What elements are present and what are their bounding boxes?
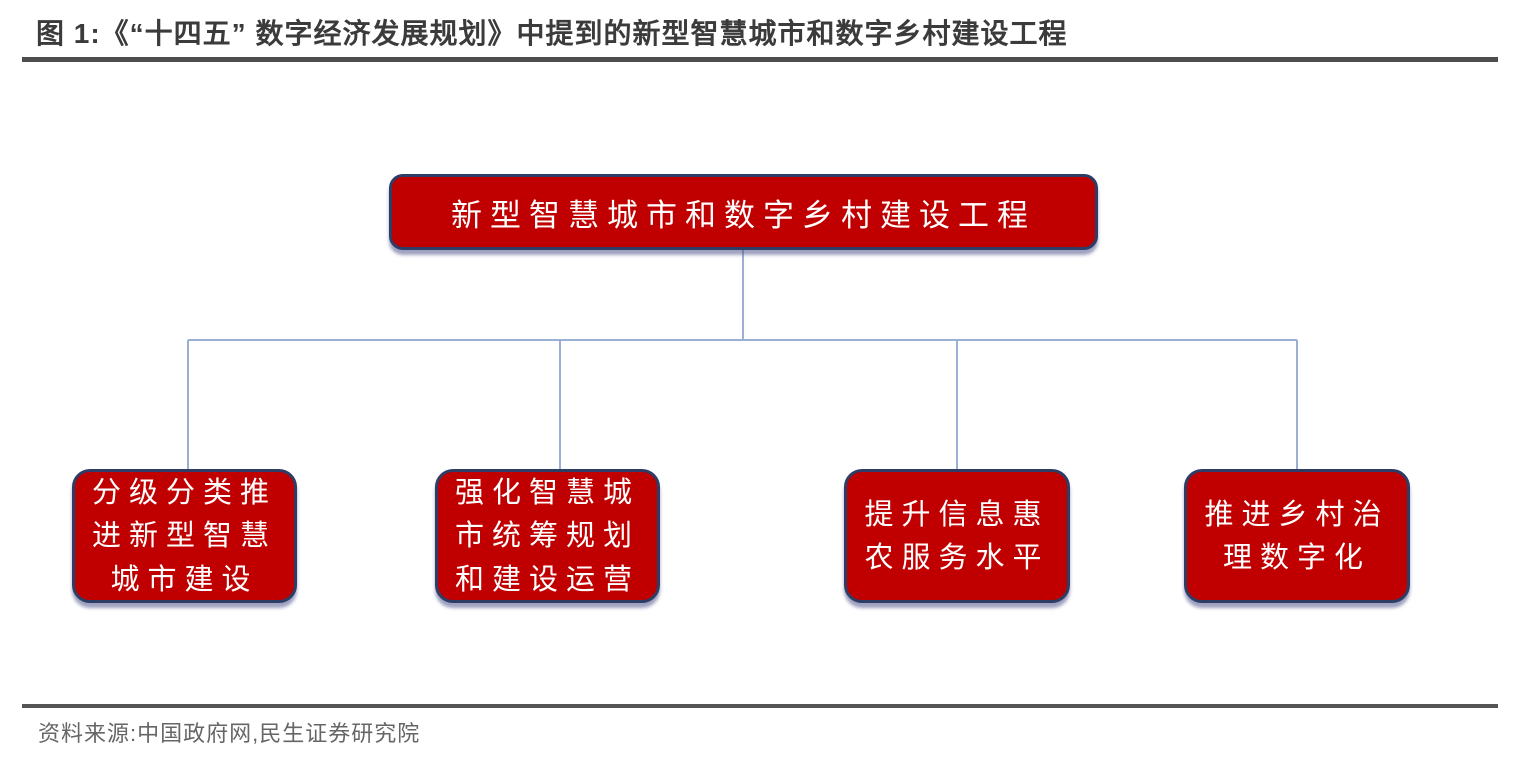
org-node-root: 新型智慧城市和数字乡村建设工程 bbox=[389, 174, 1098, 250]
source-divider-line bbox=[22, 704, 1498, 708]
source-text: 资料来源:中国政府网,民生证券研究院 bbox=[38, 721, 421, 746]
org-node-child-3: 提升信息惠农服务水平 bbox=[844, 469, 1070, 603]
org-node-child-2: 强化智慧城市统筹规划和建设运营 bbox=[435, 469, 660, 603]
figure-title: 图 1:《“十四五” 数字经济发展规划》中提到的新型智慧城市和数字乡村建设工程 bbox=[36, 18, 1068, 49]
org-node-child-1: 分级分类推进新型智慧城市建设 bbox=[72, 469, 297, 603]
title-divider-line bbox=[22, 57, 1498, 62]
org-node-child-4: 推进乡村治理数字化 bbox=[1184, 469, 1410, 603]
